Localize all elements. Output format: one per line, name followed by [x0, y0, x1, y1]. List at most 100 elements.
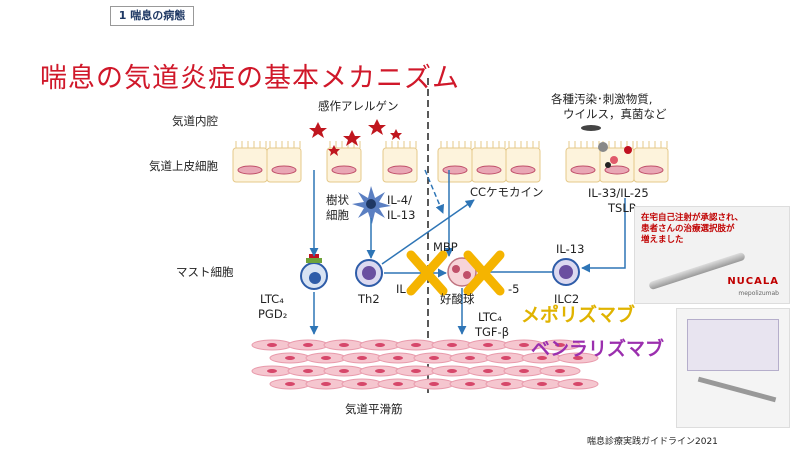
label-il4: IL-4/	[387, 193, 412, 207]
muscle-nucleus	[501, 356, 511, 360]
syringe-icon	[697, 376, 777, 403]
muscle-nucleus	[555, 343, 565, 347]
cell-nucleus	[510, 165, 536, 175]
muscle-nucleus	[267, 343, 277, 347]
source-citation: 喘息診療実践ガイドライン2021	[587, 437, 718, 447]
muscle-nucleus	[519, 343, 529, 347]
epithelial-cell	[471, 147, 507, 183]
label-il5-right: -5	[508, 282, 520, 296]
muscle-nucleus	[339, 343, 349, 347]
muscle-nucleus	[429, 382, 439, 386]
muscle-nucleus	[465, 356, 475, 360]
section-tag: 1 喘息の病態	[110, 6, 194, 26]
th2-cell-icon	[355, 259, 383, 287]
photo-note-1: 在宅自己注射が承認され、	[641, 213, 744, 223]
label-mbp: MBP	[433, 240, 458, 254]
cell-nucleus	[638, 165, 664, 175]
muscle-nucleus	[429, 356, 439, 360]
label-eosinophil: 好酸球	[440, 292, 475, 306]
epithelial-cell	[437, 147, 473, 183]
cell-nucleus	[604, 165, 630, 175]
muscle-nucleus	[537, 382, 547, 386]
label-airway-lumen: 気道内腔	[172, 114, 218, 128]
epithelium-left	[232, 141, 302, 183]
label-cc-chemokine: CCケモカイン	[470, 185, 544, 199]
muscle-nucleus	[357, 382, 367, 386]
label-il5-left: IL	[396, 282, 406, 296]
muscle-nucleus	[483, 343, 493, 347]
epithelial-cell	[505, 147, 541, 183]
ilc2-cell-icon	[552, 258, 580, 286]
brand-logo: NUCALA	[727, 276, 779, 287]
label-ilc2: ILC2	[554, 292, 580, 306]
muscle-nucleus	[339, 369, 349, 373]
photo-note-2: 患者さんの治療選択肢が	[641, 224, 735, 234]
cell-nucleus	[331, 165, 357, 175]
muscle-nucleus	[285, 382, 295, 386]
blocked-x-icon	[406, 250, 505, 296]
dendritic-cell-icon	[352, 186, 391, 224]
cell-nucleus	[271, 165, 297, 175]
muscle-nucleus	[285, 356, 295, 360]
smooth-muscle-icon	[251, 339, 599, 390]
muscle-nucleus	[267, 369, 277, 373]
cell-nucleus	[237, 165, 263, 175]
muscle-nucleus	[375, 343, 385, 347]
product-box-icon	[687, 319, 779, 371]
label-tgfb: TGF-β	[475, 325, 510, 339]
epithelial-cell	[633, 147, 669, 183]
muscle-nucleus	[321, 382, 331, 386]
muscle-nucleus	[447, 343, 457, 347]
muscle-nucleus	[519, 369, 529, 373]
epithelial-cell	[565, 147, 601, 183]
label-il13-b: IL-13	[556, 242, 585, 256]
epithelial-cell	[382, 147, 418, 183]
muscle-nucleus	[411, 369, 421, 373]
muscle-nucleus	[357, 356, 367, 360]
muscle-nucleus	[303, 369, 313, 373]
muscle-nucleus	[501, 382, 511, 386]
epithelial-cell	[266, 147, 302, 183]
muscle-nucleus	[303, 343, 313, 347]
muscle-nucleus	[537, 356, 547, 360]
label-tslp: TSLP	[608, 201, 636, 215]
product-photo-nucala: 在宅自己注射が承認され、 患者さんの治療選択肢が 増えました NUCALA me…	[634, 206, 790, 304]
label-smooth-muscle: 気道平滑筋	[345, 402, 403, 416]
drug-mepolizumab: メポリズマブ	[521, 304, 636, 326]
label-allergen: 感作アレルゲン	[318, 99, 399, 113]
slide-title: 喘息の気道炎症の基本メカニズム	[40, 63, 460, 94]
label-dendritic-2: 細胞	[326, 208, 349, 222]
cell-nucleus	[442, 165, 468, 175]
product-photo-fasenra	[676, 308, 790, 428]
label-il33: IL-33/IL-25	[588, 186, 649, 200]
label-il13-a: IL-13	[387, 208, 416, 222]
label-pollutants-2: ウイルス，真菌など	[563, 107, 667, 121]
muscle-nucleus	[555, 369, 565, 373]
muscle-nucleus	[321, 356, 331, 360]
allergen-icon	[309, 119, 402, 156]
muscle-nucleus	[393, 356, 403, 360]
mast-cell-icon	[300, 254, 328, 290]
label-th2: Th2	[358, 292, 380, 306]
muscle-nucleus	[393, 382, 403, 386]
pollutant-icon	[581, 125, 632, 168]
epithelium-right	[437, 141, 669, 183]
eosinophil-icon	[447, 257, 477, 287]
drug-benralizumab: ベンラリズマブ	[531, 338, 665, 360]
muscle-nucleus	[573, 356, 583, 360]
cell-nucleus	[570, 165, 596, 175]
muscle-nucleus	[447, 369, 457, 373]
epithelial-cell	[326, 147, 362, 183]
brand-subtitle: mepolizumab	[738, 290, 779, 297]
label-mast-cell: マスト細胞	[176, 265, 234, 279]
arrows	[309, 169, 626, 335]
label-ltc4-2: LTC₄	[478, 310, 502, 324]
muscle-nucleus	[573, 382, 583, 386]
cell-nucleus	[476, 165, 502, 175]
muscle-nucleus	[411, 343, 421, 347]
label-pollutants-1: 各種汚染･刺激物質,	[551, 92, 653, 106]
label-pgd2: PGD₂	[258, 307, 288, 321]
muscle-nucleus	[465, 382, 475, 386]
